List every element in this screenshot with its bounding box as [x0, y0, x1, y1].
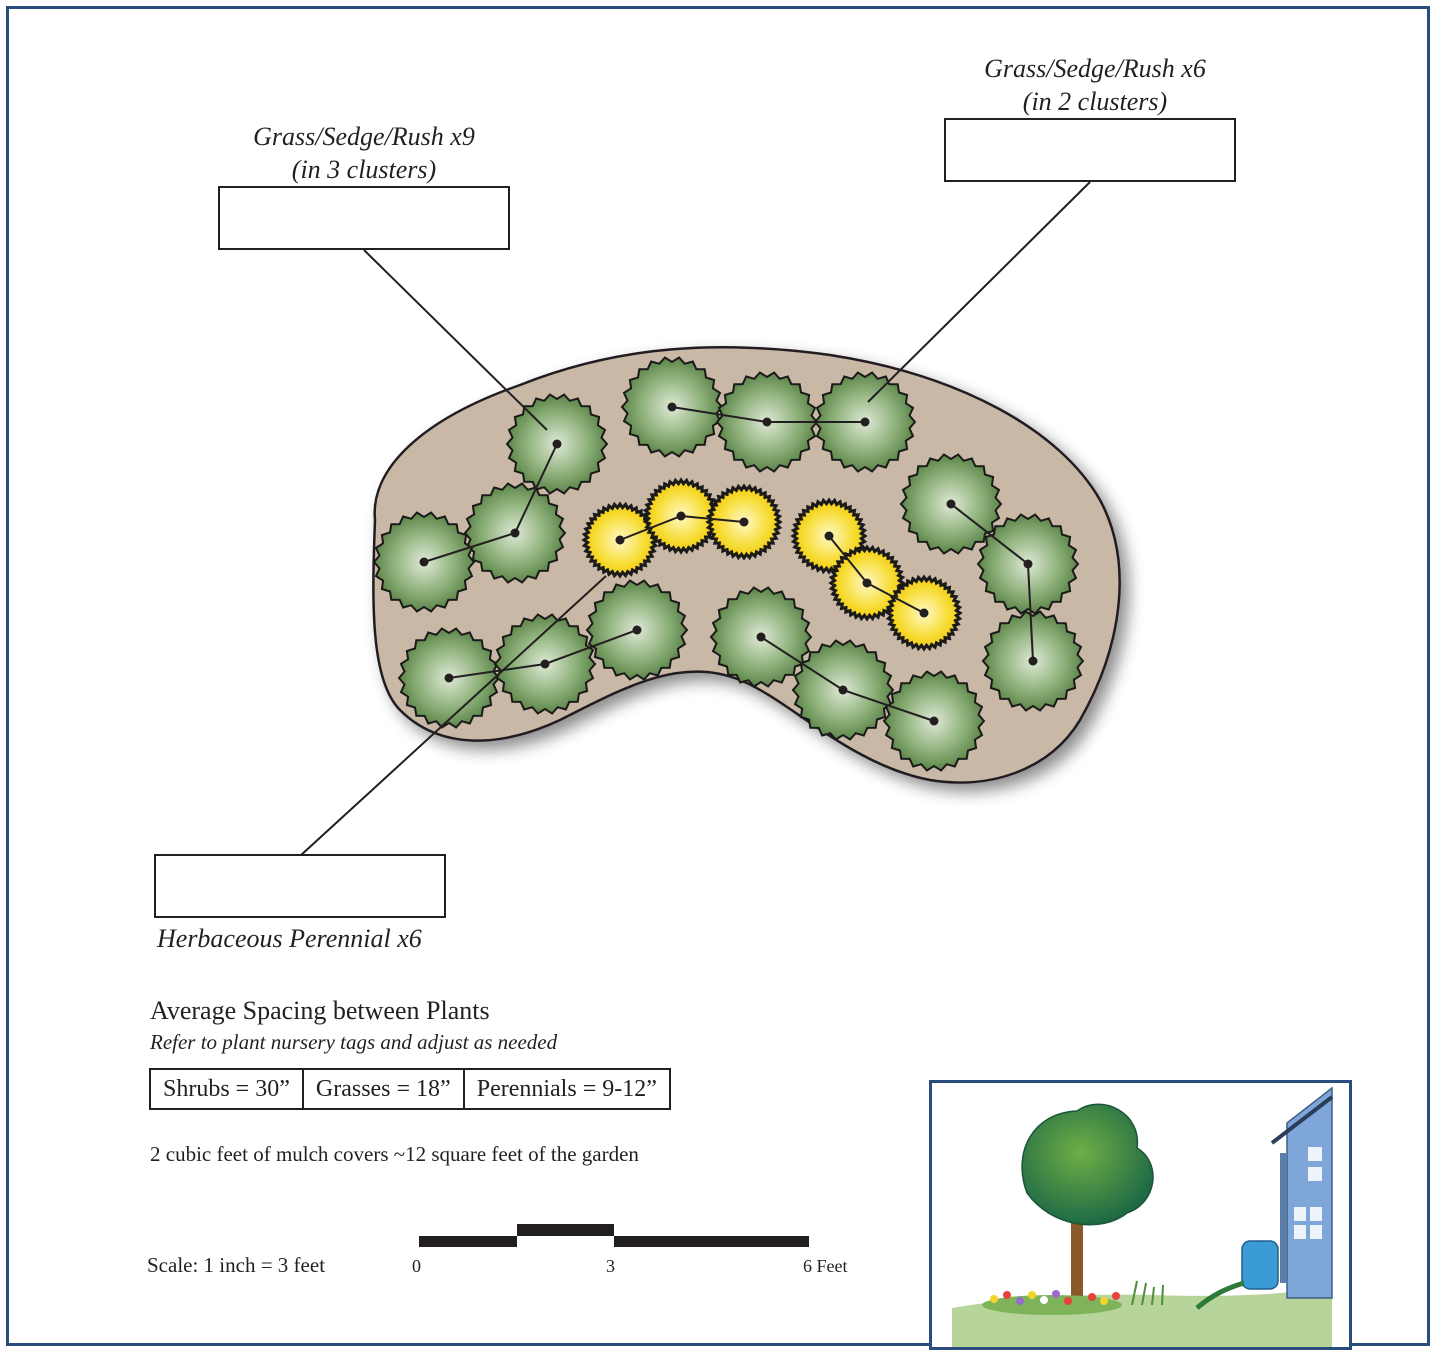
- perennial-cluster-1: [581, 477, 783, 579]
- grass-cluster-top-center-1: [667, 402, 677, 412]
- grass-cluster-right: [899, 453, 1085, 712]
- grass-cluster-bottom-right-center-1: [756, 632, 766, 642]
- scale-bar-segment-1: [419, 1236, 517, 1247]
- leader-line-left-grass: [363, 249, 548, 431]
- perennial-cluster-1-center-2: [676, 511, 686, 521]
- scale-bar-segment-2: [517, 1224, 614, 1236]
- mulch-note: 2 cubic feet of mulch covers ~12 square …: [150, 1142, 639, 1166]
- spacing-subheading: Refer to plant nursery tags and adjust a…: [150, 1030, 558, 1054]
- perennial-cluster-2: [790, 497, 963, 652]
- scale-tick-6: 6 Feet: [803, 1256, 848, 1276]
- grass-cluster-bottom-left-center-2: [540, 659, 550, 669]
- inset-scene: [952, 1086, 1334, 1347]
- label-perennial: Herbaceous Perennial x6: [157, 924, 422, 953]
- grass-cluster-top: [620, 356, 917, 473]
- grass-cluster-top-center-3: [860, 417, 870, 427]
- grass-cluster-left: [372, 393, 609, 613]
- leader-line-right-grass: [867, 181, 1091, 403]
- label-grass-right: Grass/Sedge/Rush x6 (in 2 clusters): [945, 52, 1245, 118]
- inset-illustration: [929, 1080, 1352, 1350]
- perennial-cluster-2-center-3: [919, 608, 929, 618]
- spacing-table: Shrubs = 30” Grasses = 18” Perennials = …: [149, 1068, 671, 1110]
- perennial-cluster-1-center-1: [615, 535, 625, 545]
- plant-name-box-perennial[interactable]: [154, 854, 446, 918]
- grass-cluster-bottom-right-center-3: [929, 716, 939, 726]
- label-grass-right-line1: Grass/Sedge/Rush x6: [984, 54, 1206, 83]
- spacing-cell-shrubs: Shrubs = 30”: [151, 1070, 304, 1108]
- grass-cluster-bottom-left: [397, 579, 689, 729]
- scale-tick-0: 0: [412, 1256, 421, 1276]
- spacing-heading: Average Spacing between Plants: [150, 996, 490, 1025]
- label-grass-right-line2: (in 2 clusters): [1022, 87, 1168, 116]
- grass-cluster-bottom-right: [709, 586, 986, 772]
- scale-bar-segment-3: [614, 1236, 809, 1247]
- grass-cluster-left-center-3: [419, 557, 429, 567]
- grass-cluster-right-center-3: [1028, 656, 1038, 666]
- scale-text: Scale: 1 inch = 3 feet: [147, 1253, 326, 1277]
- house-icon: [1270, 1086, 1334, 1299]
- grass-cluster-left-center-1: [552, 439, 562, 449]
- grass-cluster-left-center-2: [510, 528, 520, 538]
- label-grass-left: Grass/Sedge/Rush x9 (in 3 clusters): [214, 120, 514, 186]
- grass-cluster-bottom-left-center-1: [444, 673, 454, 683]
- leader-line-perennial: [299, 575, 607, 857]
- rain-barrel-icon: [1195, 1240, 1279, 1310]
- spacing-cell-perennials: Perennials = 9-12”: [476, 1076, 657, 1102]
- plant-name-box-grass-left[interactable]: [218, 186, 510, 250]
- perennial-cluster-1-center-3: [739, 517, 749, 527]
- grass-cluster-bottom-right-center-2: [838, 685, 848, 695]
- perennial-cluster-2-center-1: [824, 531, 834, 541]
- scale-tick-3: 3: [606, 1256, 615, 1276]
- grass-cluster-bottom-left-center-3: [632, 625, 642, 635]
- tree-icon: [1021, 1103, 1154, 1303]
- label-grass-left-line1: Grass/Sedge/Rush x9: [253, 122, 475, 151]
- spacing-cell-grasses: Grasses = 18”: [304, 1070, 465, 1108]
- plant-name-box-grass-right[interactable]: [944, 118, 1236, 182]
- label-grass-left-line2: (in 3 clusters): [291, 155, 437, 184]
- grass-cluster-right-center-1: [946, 499, 956, 509]
- flower-bed-icon: [982, 1280, 1164, 1315]
- grass-cluster-right-center-2: [1023, 559, 1033, 569]
- perennial-cluster-2-center-2: [862, 578, 872, 588]
- grass-cluster-top-center-2: [762, 417, 772, 427]
